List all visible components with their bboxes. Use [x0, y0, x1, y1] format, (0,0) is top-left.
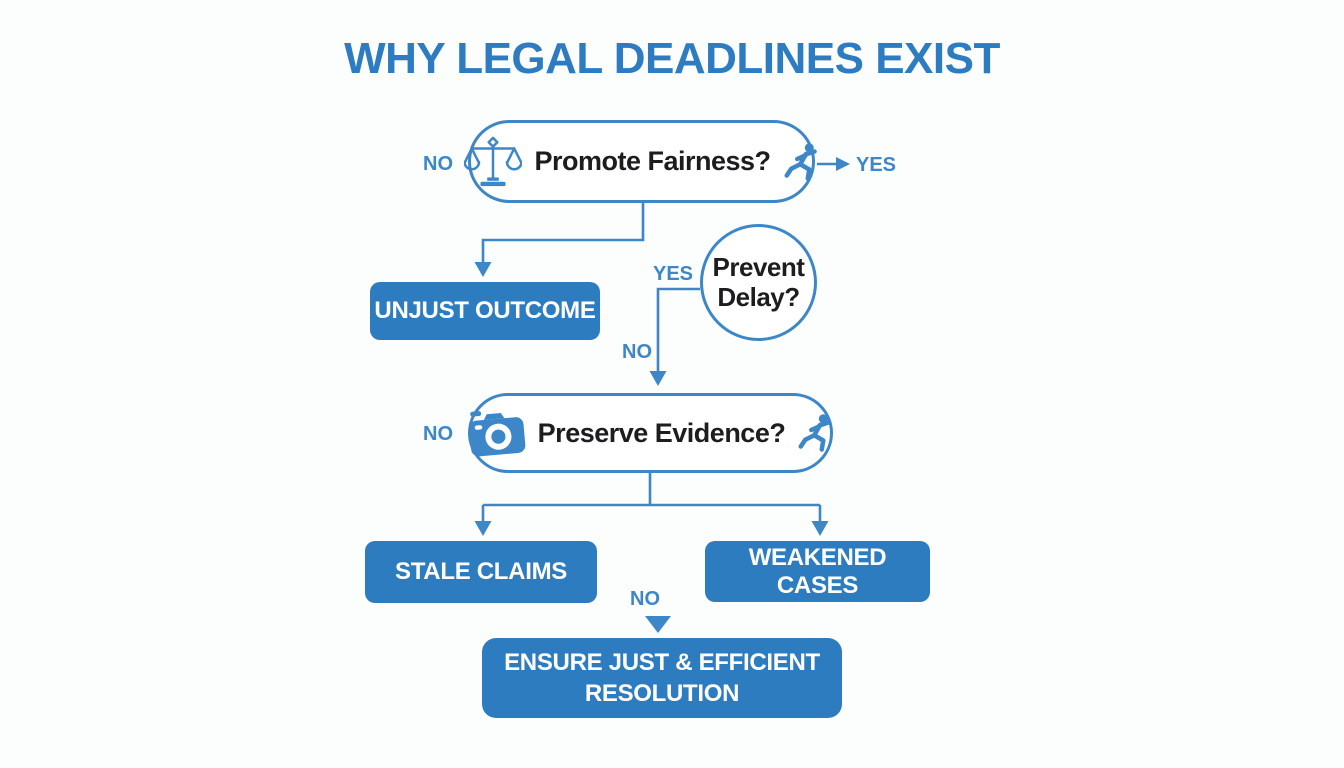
decision-label-prevent-delay-line1: Prevent — [712, 252, 805, 283]
outcome-label-unjust: UNJUST OUTCOME — [374, 297, 596, 324]
edge-evidence-split — [481, 473, 822, 521]
camera-icon — [469, 411, 526, 457]
outcome-label-ensure-line2: RESOLUTION — [584, 680, 740, 707]
page-title: WHY LEGAL DEADLINES EXIST — [344, 34, 1000, 83]
edge-fairness-to-unjust — [481, 203, 645, 262]
outcome-box-weakened-cases: WEAKENED CASES — [705, 541, 930, 602]
edge-label-evidence-no: NO — [423, 423, 453, 445]
edge-label-fairness-no: NO — [423, 153, 453, 175]
edge-delay-to-evidence — [656, 287, 700, 371]
edge-label-final-no: NO — [630, 588, 660, 610]
decision-label-promote-fairness: Promote Fairness? — [534, 146, 771, 176]
outcome-label-stale-claims: STALE CLAIMS — [395, 558, 567, 585]
outcome-box-unjust-outcome: UNJUST OUTCOME — [370, 282, 600, 340]
decision-label-prevent-delay-line2: Delay? — [717, 281, 800, 312]
decision-promote-fairness: Promote Fairness? — [464, 120, 817, 203]
runner-icon — [784, 142, 817, 181]
arrowhead-to-preserve-evidence — [649, 371, 667, 386]
arrowhead-to-unjust-outcome — [474, 262, 492, 277]
arrowhead-to-weakened-cases — [811, 521, 829, 536]
scales-icon — [464, 136, 523, 186]
outcome-label-ensure-line1: ENSURE JUST & EFFICIENT — [504, 648, 820, 676]
decision-label-preserve-evidence: Preserve Evidence? — [537, 417, 786, 448]
arrowhead-to-stale-claims — [474, 521, 492, 536]
outcome-box-stale-claims: STALE CLAIMS — [365, 541, 597, 603]
arrowhead-fairness-yes — [836, 157, 850, 171]
runner-icon — [798, 414, 832, 452]
decision-preserve-evidence: Preserve Evidence? — [468, 393, 833, 473]
outcome-label-weakened-cases: WEAKENED CASES — [748, 543, 887, 599]
arrowhead-to-ensure-resolution — [645, 616, 671, 633]
edge-label-delay-no: NO — [622, 341, 652, 363]
decision-prevent-delay: Prevent Delay? — [700, 224, 817, 341]
edge-label-delay-yes: YES — [652, 263, 694, 285]
edge-label-fairness-yes: YES — [855, 154, 897, 176]
outcome-box-ensure-resolution: ENSURE JUST & EFFICIENT RESOLUTION — [482, 638, 842, 718]
